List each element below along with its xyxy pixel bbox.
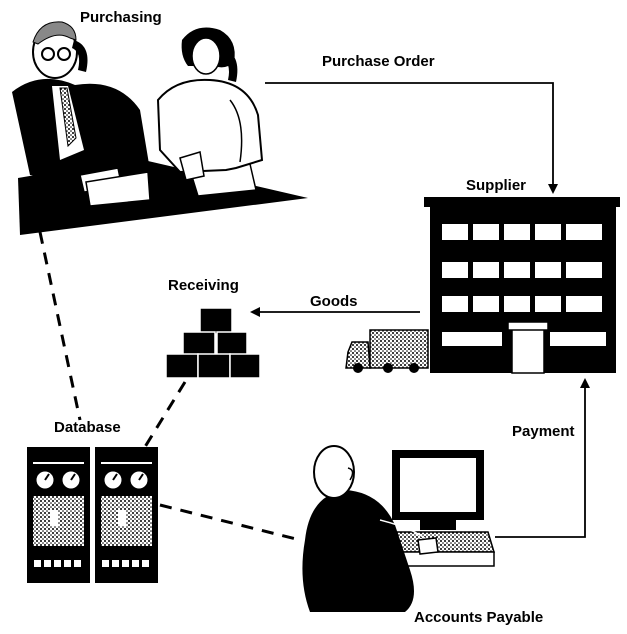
link-purchasing-database <box>38 231 82 421</box>
monitor-screen <box>400 458 476 512</box>
label-goods: Goods <box>310 293 358 310</box>
person-head <box>313 445 355 499</box>
man-glasses-right <box>57 47 71 61</box>
dashed-links <box>38 231 301 542</box>
label-receiving: Receiving <box>168 277 239 294</box>
purchase-order-arrow <box>265 82 558 194</box>
label-purchase-order: Purchase Order <box>322 53 435 70</box>
woman-face <box>191 37 221 75</box>
link-accounts-database <box>159 503 301 542</box>
truck-wheel-rear <box>409 363 419 373</box>
label-supplier: Supplier <box>466 177 526 194</box>
accounts-payable-illustration <box>302 445 496 612</box>
person-hand <box>417 537 439 555</box>
monitor-stand <box>420 520 456 530</box>
man-tie <box>59 87 77 148</box>
truck-cargo <box>369 329 429 369</box>
purchasing-illustration <box>12 21 308 235</box>
supplier-building <box>424 197 620 374</box>
label-payment: Payment <box>512 423 575 440</box>
woman-blouse <box>156 78 264 174</box>
cabinet-texture <box>33 496 152 546</box>
woman-arm <box>229 99 243 163</box>
person-ear <box>347 467 354 481</box>
building-windows <box>442 224 606 346</box>
flow-arrows <box>250 82 590 538</box>
woman-pen-hand <box>179 151 205 181</box>
receiving-boxes <box>165 307 261 379</box>
building-door-canopy <box>507 321 549 331</box>
label-accounts-payable: Accounts Payable <box>414 609 543 626</box>
paper-left <box>85 171 151 207</box>
link-receiving-database <box>138 381 187 456</box>
database-cabinets <box>27 447 158 583</box>
building-door <box>511 327 545 374</box>
truck-wheel-front <box>353 363 363 373</box>
payment-arrow <box>495 378 590 538</box>
building-roof <box>424 197 620 207</box>
truck-cab <box>345 341 371 369</box>
indicator-lights <box>34 560 149 567</box>
label-database: Database <box>54 419 121 436</box>
person-body <box>302 490 414 612</box>
man-glasses-left <box>41 47 55 61</box>
delivery-truck <box>345 329 429 373</box>
labels: Purchasing Purchase Order Supplier Recei… <box>54 9 575 626</box>
man-jacket <box>12 78 150 185</box>
label-purchasing: Purchasing <box>80 9 162 26</box>
man-hair <box>32 21 77 45</box>
truck-wheel-mid <box>383 363 393 373</box>
man-phone <box>72 40 88 72</box>
woman-phone <box>220 48 238 82</box>
